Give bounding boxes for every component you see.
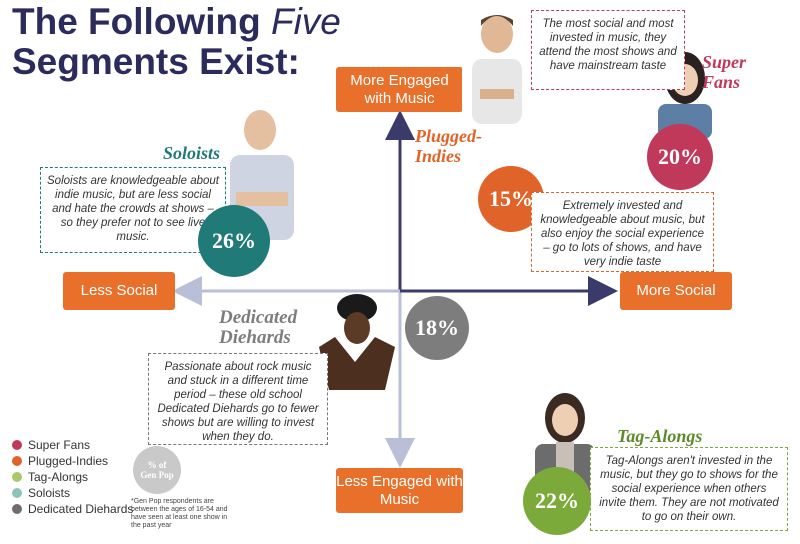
title-italic: Five (270, 1, 341, 42)
legend-label: Soloists (28, 486, 71, 500)
legend-label: Tag-Alongs (28, 470, 89, 484)
gen-pop-line2: Gen Pop (140, 470, 174, 480)
legend: Super Fans Plugged-Indies Tag-Alongs Sol… (12, 437, 133, 517)
legend-item: Soloists (12, 485, 133, 501)
gen-pop-line1: % of (147, 460, 167, 470)
legend-label: Super Fans (28, 438, 91, 452)
soloists-label: Soloists (163, 143, 221, 163)
dedicated-diehards-percent: 18% (405, 296, 469, 360)
legend-dot (12, 440, 22, 450)
title-line1: The Following (12, 1, 271, 42)
super-fans-percent: 20% (647, 124, 713, 190)
legend-dot (12, 504, 22, 514)
axis-less-social: Less Social (63, 272, 175, 310)
footnote: *Gen Pop respondents are between the age… (131, 498, 228, 529)
tag-alongs-label: Tag-Alongs (617, 426, 703, 446)
title-line2: Segments Exist: (12, 41, 300, 82)
legend-dot (12, 456, 22, 466)
dedicated-diehards-label: Dedicated Diehards (219, 308, 297, 348)
plugged-indies-label-1: Plugged- (415, 126, 482, 146)
plugged-indies-label: Plugged- Indies (415, 126, 482, 166)
super-fan-male-photo (462, 4, 532, 124)
plugged-indies-description: Extremely invested and knowledgeable abo… (531, 192, 714, 272)
legend-item: Super Fans (12, 437, 133, 453)
plugged-indies-label-2: Indies (415, 146, 462, 166)
tag-alongs-description: Tag-Alongs aren't invested in the music,… (590, 447, 788, 531)
legend-item: Dedicated Diehards (12, 501, 133, 517)
axis-more-social: More Social (620, 272, 732, 310)
dedicated-diehard-photo (319, 294, 395, 390)
dedicated-label-1: Dedicated (219, 307, 298, 328)
legend-dot (12, 472, 22, 482)
legend-dot (12, 488, 22, 498)
gen-pop-badge: % of Gen Pop (133, 446, 181, 494)
legend-item: Tag-Alongs (12, 469, 133, 485)
super-fans-description: The most social and most invested in mus… (531, 10, 685, 90)
tag-alongs-percent: 22% (523, 467, 591, 535)
soloists-percent: 26% (198, 205, 270, 277)
super-fans-label-2: Fans (702, 72, 741, 92)
axis-more-engaged: More Engaged with Music (336, 67, 463, 112)
page-title: The Following Five Segments Exist: (12, 2, 341, 82)
super-fans-label-1: Super (702, 52, 747, 72)
legend-item: Plugged-Indies (12, 453, 133, 469)
legend-label: Plugged-Indies (28, 454, 109, 468)
super-fans-label: Super Fans (702, 52, 746, 92)
dedicated-label-2: Diehards (219, 327, 291, 348)
legend-label: Dedicated Diehards (28, 502, 134, 516)
dedicated-diehards-description: Passionate about rock music and stuck in… (148, 353, 328, 445)
axis-less-engaged: Less Engaged with Music (336, 468, 463, 513)
